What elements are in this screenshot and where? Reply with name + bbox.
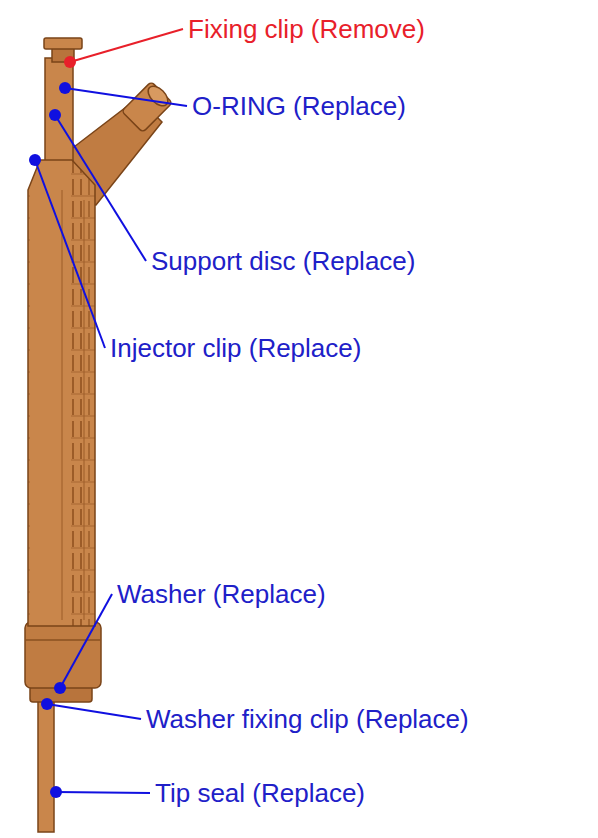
connector-plug	[122, 82, 173, 133]
part-label: Fixing clip (Remove)	[188, 14, 425, 44]
leader-line	[35, 160, 105, 348]
lower-housing	[25, 622, 101, 688]
callout-dot	[41, 698, 53, 710]
leader-line	[70, 29, 183, 62]
nozzle	[38, 700, 54, 832]
callout-dot	[64, 56, 76, 68]
part-label: Washer fixing clip (Replace)	[146, 704, 469, 734]
part-label: O-RING (Replace)	[192, 91, 406, 121]
part-label: Washer (Replace)	[117, 579, 326, 609]
leader-line	[60, 594, 112, 688]
top-flange	[44, 38, 82, 49]
leader-line	[47, 704, 141, 719]
leader-line	[55, 115, 146, 261]
callout-dot	[59, 82, 71, 94]
leader-line	[56, 792, 150, 793]
callout-dot	[49, 109, 61, 121]
part-label: Injector clip (Replace)	[110, 333, 361, 363]
part-label: Tip seal (Replace)	[155, 778, 365, 808]
callout-dot	[29, 154, 41, 166]
callout-dot	[50, 786, 62, 798]
callout-dot	[54, 682, 66, 694]
leader-line	[65, 88, 187, 106]
part-label: Support disc (Replace)	[151, 246, 415, 276]
